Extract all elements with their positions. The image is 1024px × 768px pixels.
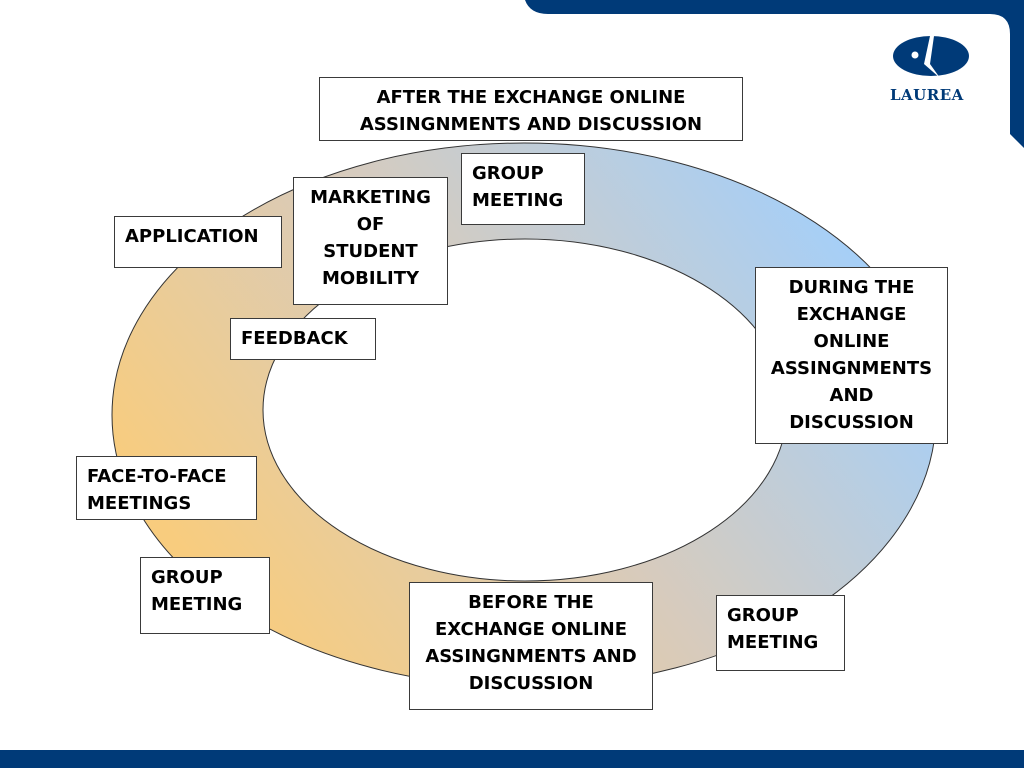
application-box: APPLICATION: [114, 216, 282, 268]
group-meeting-left-box: GROUP MEETING: [140, 557, 270, 634]
logo-text: LAUREA: [890, 86, 964, 104]
marketing-box: MARKETING OF STUDENT MOBILITY: [293, 177, 448, 305]
footer-bar: [0, 750, 1024, 768]
before-exchange-box: BEFORE THE EXCHANGE ONLINE ASSINGNMENTS …: [409, 582, 653, 710]
group-meeting-right-box: GROUP MEETING: [716, 595, 845, 671]
feedback-box: FEEDBACK: [230, 318, 376, 360]
during-exchange-box: DURING THE EXCHANGE ONLINE ASSINGNMENTS …: [755, 267, 948, 444]
laurea-emblem-icon: [893, 36, 969, 78]
group-meeting-top-box: GROUP MEETING: [461, 153, 585, 225]
after-exchange-box: AFTER THE EXCHANGE ONLINE ASSINGNMENTS A…: [319, 77, 743, 141]
face-to-face-box: FACE-TO-FACE MEETINGS: [76, 456, 257, 520]
